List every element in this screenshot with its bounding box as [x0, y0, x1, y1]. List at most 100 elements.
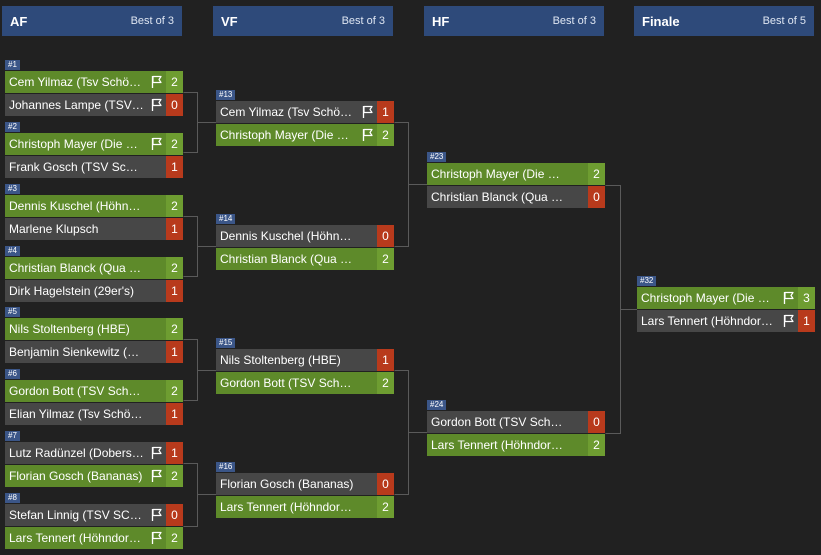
round-title: AF: [10, 13, 28, 29]
participant-row[interactable]: Lutz Radünzel (Doberschütz)1: [5, 442, 183, 464]
score-badge: 0: [166, 504, 183, 526]
participant-row[interactable]: Dennis Kuschel (Höhndorfer Dartfreunde)0: [216, 225, 394, 247]
participant-name: Christoph Mayer (Die Sachsen): [637, 287, 798, 309]
score-badge: 0: [588, 186, 605, 208]
flag-icon: [150, 469, 163, 483]
score-badge: 2: [166, 133, 183, 155]
participant-name: Gordon Bott (TSV Schönbach): [5, 380, 166, 402]
participant-row[interactable]: Christoph Mayer (Die Sachsen)2: [216, 124, 394, 146]
participant-name: Cem Yilmaz (Tsv Schönbach): [5, 71, 166, 93]
score-badge: 2: [166, 380, 183, 402]
score-badge: 2: [377, 372, 394, 394]
participant-row[interactable]: Lars Tennert (Höhndorfer Dartfreunde)2: [427, 434, 605, 456]
participant-name: Stefan Linnig (TSV SC Höhndorf): [5, 504, 166, 526]
score-badge: 3: [798, 287, 815, 309]
score-badge: 0: [377, 225, 394, 247]
participant-row[interactable]: Cem Yilmaz (Tsv Schönbach)2: [5, 71, 183, 93]
participant-row[interactable]: Christian Blanck (Qua Letzte)2: [216, 248, 394, 270]
participant-name: Dennis Kuschel (Höhndorfer Dartfreunde): [5, 195, 166, 217]
participant-row[interactable]: Christoph Mayer (Die Sachsen)3: [637, 287, 815, 309]
score-badge: 2: [377, 496, 394, 518]
score-badge: 0: [377, 473, 394, 495]
participant-row[interactable]: Christoph Mayer (Die Sachsen)2: [427, 163, 605, 185]
participant-row[interactable]: Stefan Linnig (TSV SC Höhndorf)0: [5, 504, 183, 526]
participant-row[interactable]: Nils Stoltenberg (HBE)2: [5, 318, 183, 340]
participant-row[interactable]: Frank Gosch (TSV Schönbach)1: [5, 156, 183, 178]
match-number-badge: #7: [5, 431, 20, 441]
round-header-af: AF Best of 3: [2, 6, 182, 36]
score-badge: 2: [166, 527, 183, 549]
score-badge: 1: [798, 310, 815, 332]
round-title: VF: [221, 13, 238, 29]
participant-name: Christian Blanck (Qua Letzte): [427, 186, 588, 208]
participant-name: Elian Yilmaz (Tsv Schönbach): [5, 403, 166, 425]
score-badge: 2: [377, 248, 394, 270]
flag-icon: [782, 291, 795, 305]
flag-icon: [150, 531, 163, 545]
participant-name: Christian Blanck (Qua Letzte): [216, 248, 377, 270]
participant-name: Cem Yilmaz (Tsv Schönbach): [216, 101, 377, 123]
participant-row[interactable]: Elian Yilmaz (Tsv Schönbach)1: [5, 403, 183, 425]
participant-name: Lutz Radünzel (Doberschütz): [5, 442, 166, 464]
participant-row[interactable]: Dirk Hagelstein (29er's)1: [5, 280, 183, 302]
participant-row[interactable]: Florian Gosch (Bananas)0: [216, 473, 394, 495]
participant-row[interactable]: Nils Stoltenberg (HBE)1: [216, 349, 394, 371]
participant-row[interactable]: Christian Blanck (Qua Letzte)0: [427, 186, 605, 208]
score-badge: 1: [166, 341, 183, 363]
participant-name: Frank Gosch (TSV Schönbach): [5, 156, 166, 178]
participant-name: Christoph Mayer (Die Sachsen): [427, 163, 588, 185]
flag-icon: [150, 508, 163, 522]
match-number-badge: #8: [5, 493, 20, 503]
score-badge: 2: [166, 318, 183, 340]
match-number-badge: #3: [5, 184, 20, 194]
flag-icon: [150, 137, 163, 151]
participant-row[interactable]: Florian Gosch (Bananas)2: [5, 465, 183, 487]
score-badge: 1: [166, 403, 183, 425]
participant-row[interactable]: Christoph Mayer (Die Sachsen)2: [5, 133, 183, 155]
participant-row[interactable]: Johannes Lampe (TSV Schönbach)0: [5, 94, 183, 116]
flag-icon: [361, 128, 374, 142]
participant-row[interactable]: Cem Yilmaz (Tsv Schönbach)1: [216, 101, 394, 123]
participant-row[interactable]: Christian Blanck (Qua Letzte)2: [5, 257, 183, 279]
participant-row[interactable]: Dennis Kuschel (Höhndorfer Dartfreunde)2: [5, 195, 183, 217]
participant-name: Lars Tennert (Höhndorfer Dartfreunde): [637, 310, 798, 332]
participant-name: Lars Tennert (Höhndorfer Dartfreunde): [427, 434, 588, 456]
participant-name: Florian Gosch (Bananas): [5, 465, 166, 487]
score-badge: 1: [166, 156, 183, 178]
match-number-badge: #23: [427, 152, 447, 162]
participant-row[interactable]: Lars Tennert (Höhndorfer Dartfreunde)2: [5, 527, 183, 549]
participant-row[interactable]: Gordon Bott (TSV Schönbach)0: [427, 411, 605, 433]
match-number-badge: #32: [637, 276, 657, 286]
match-number-badge: #5: [5, 307, 20, 317]
participant-name: Nils Stoltenberg (HBE): [5, 318, 166, 340]
participant-name: Benjamin Sienkewitz (SC Höhndorf): [5, 341, 166, 363]
participant-row[interactable]: Lars Tennert (Höhndorfer Dartfreunde)2: [216, 496, 394, 518]
participant-name: Florian Gosch (Bananas): [216, 473, 377, 495]
round-title: HF: [432, 13, 450, 29]
round-format: Best of 5: [762, 15, 806, 27]
match-number-badge: #15: [216, 338, 236, 348]
participant-row[interactable]: Gordon Bott (TSV Schönbach)2: [5, 380, 183, 402]
participant-row[interactable]: Benjamin Sienkewitz (SC Höhndorf)1: [5, 341, 183, 363]
participant-row[interactable]: Gordon Bott (TSV Schönbach)2: [216, 372, 394, 394]
flag-icon: [150, 446, 163, 460]
score-badge: 2: [166, 71, 183, 93]
participant-row[interactable]: Lars Tennert (Höhndorfer Dartfreunde)1: [637, 310, 815, 332]
round-header-hf: HF Best of 3: [424, 6, 604, 36]
